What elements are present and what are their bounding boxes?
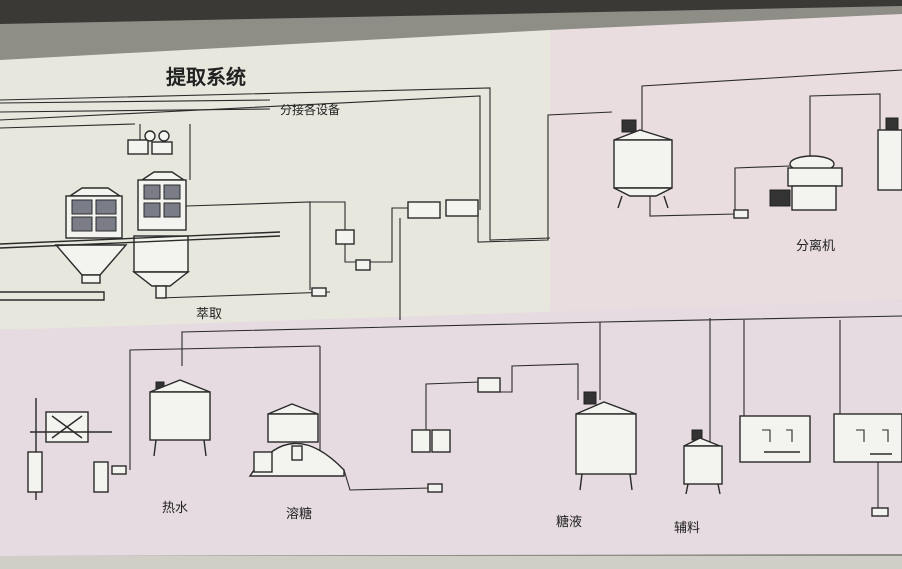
sugar-liquid-tank bbox=[575, 391, 637, 491]
platform-conveyor bbox=[0, 231, 331, 301]
control-boxes bbox=[739, 413, 902, 517]
label-hot-water: 热水 bbox=[162, 501, 188, 516]
dosing-unit-left bbox=[27, 398, 112, 500]
twin-filter-lower bbox=[411, 363, 579, 493]
sugar-dissolving-tank bbox=[248, 403, 431, 491]
auxiliary-tank bbox=[683, 429, 723, 495]
panel-lower bbox=[0, 300, 902, 556]
mixing-tank-upper bbox=[613, 69, 902, 219]
header-pipes bbox=[0, 87, 551, 241]
label-auxiliary: 辅料 bbox=[674, 521, 700, 536]
panel-bottom-strip bbox=[0, 556, 902, 569]
upper-filters bbox=[185, 111, 613, 320]
extraction-tank-right bbox=[127, 124, 191, 299]
diagram-title: 提取系统 bbox=[166, 65, 246, 89]
extraction-tank-left bbox=[54, 187, 128, 284]
wall-top bbox=[0, 0, 902, 24]
header-note: 分接各设备 bbox=[280, 102, 340, 117]
label-sugar-liquid: 糖液 bbox=[556, 514, 582, 530]
panel-upper-left bbox=[0, 30, 550, 330]
separator-machine bbox=[769, 93, 902, 211]
label-separator: 分离机 bbox=[796, 238, 835, 254]
hot-water-tank bbox=[111, 379, 211, 475]
panel-upper-right bbox=[550, 14, 902, 320]
label-sugar-dissolving: 溶糖 bbox=[286, 506, 312, 522]
label-extraction: 萃取 bbox=[196, 307, 222, 322]
